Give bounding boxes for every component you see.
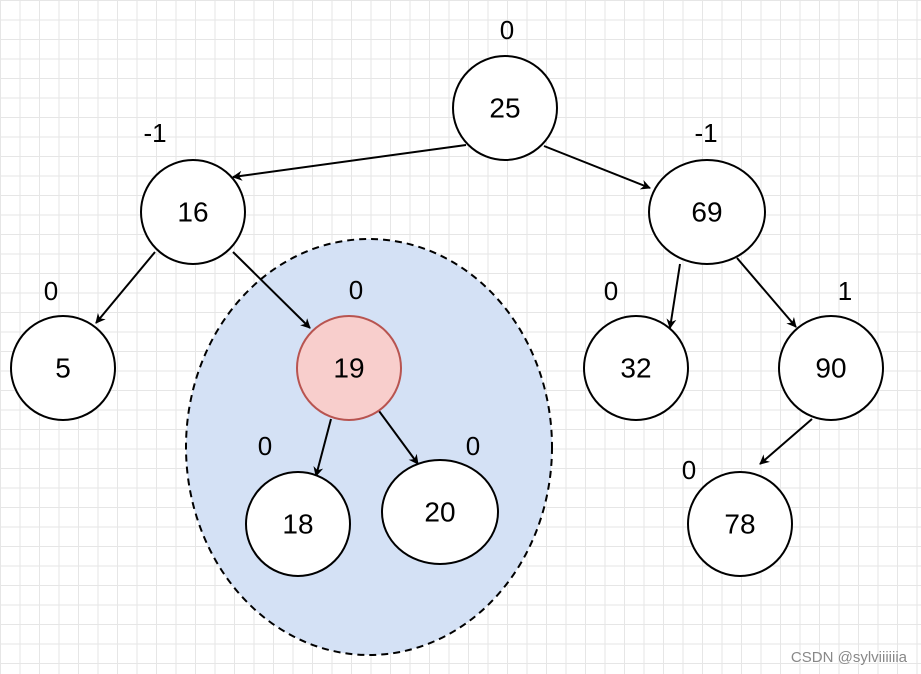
balance-factor: -1 bbox=[694, 118, 717, 148]
balance-factor: 0 bbox=[258, 431, 272, 461]
edge-25-69 bbox=[543, 145, 651, 190]
node-value: 5 bbox=[55, 353, 71, 384]
tree-node-25: 25 0 bbox=[452, 15, 558, 161]
tree-node-90: 90 1 bbox=[778, 276, 884, 421]
node-circle bbox=[778, 315, 884, 421]
node-circle bbox=[452, 55, 558, 161]
node-value: 90 bbox=[815, 353, 846, 384]
tree-node-5: 5 0 bbox=[10, 276, 116, 421]
balance-factor: -1 bbox=[143, 118, 166, 148]
balance-factor: 0 bbox=[604, 276, 618, 306]
balance-factor: 0 bbox=[349, 275, 363, 305]
edge-69-90 bbox=[736, 257, 797, 328]
node-circle bbox=[687, 471, 793, 577]
tree-node-16: 16 -1 bbox=[140, 118, 246, 265]
node-circle bbox=[140, 159, 246, 265]
node-value: 78 bbox=[724, 509, 755, 540]
node-circle-highlighted bbox=[296, 315, 402, 421]
node-value: 18 bbox=[282, 509, 313, 540]
balance-factor: 0 bbox=[44, 276, 58, 306]
node-value: 20 bbox=[424, 497, 455, 528]
edge-25-16 bbox=[232, 144, 467, 181]
node-value: 16 bbox=[177, 197, 208, 228]
tree-node-18: 18 0 bbox=[245, 431, 351, 577]
node-value: 25 bbox=[489, 93, 520, 124]
subtree-highlight-ellipse bbox=[185, 238, 553, 656]
node-circle bbox=[583, 315, 689, 421]
balance-factor: 1 bbox=[838, 276, 852, 306]
edge-19-20 bbox=[378, 410, 419, 465]
edges bbox=[95, 144, 813, 477]
watermark: CSDN @sylviiiiiia bbox=[790, 649, 907, 666]
edge-16-5 bbox=[95, 251, 156, 324]
tree-node-78: 78 0 bbox=[682, 455, 793, 577]
edge-69-32 bbox=[666, 263, 681, 329]
edge-90-78 bbox=[759, 418, 813, 465]
balance-factor: 0 bbox=[500, 15, 514, 45]
edge-19-18 bbox=[313, 418, 332, 477]
edge-16-19 bbox=[232, 251, 311, 329]
node-circle bbox=[648, 159, 766, 265]
balance-factor: 0 bbox=[466, 431, 480, 461]
tree-node-19: 19 0 bbox=[296, 275, 402, 421]
tree-node-69: 69 -1 bbox=[648, 118, 766, 265]
node-value: 69 bbox=[691, 197, 722, 228]
tree-node-20: 20 0 bbox=[381, 431, 499, 565]
balance-factor: 0 bbox=[682, 455, 696, 485]
node-circle bbox=[381, 459, 499, 565]
node-value: 32 bbox=[620, 353, 651, 384]
node-circle bbox=[245, 471, 351, 577]
node-value: 19 bbox=[333, 353, 364, 384]
node-circle bbox=[10, 315, 116, 421]
tree-node-32: 32 0 bbox=[583, 276, 689, 421]
